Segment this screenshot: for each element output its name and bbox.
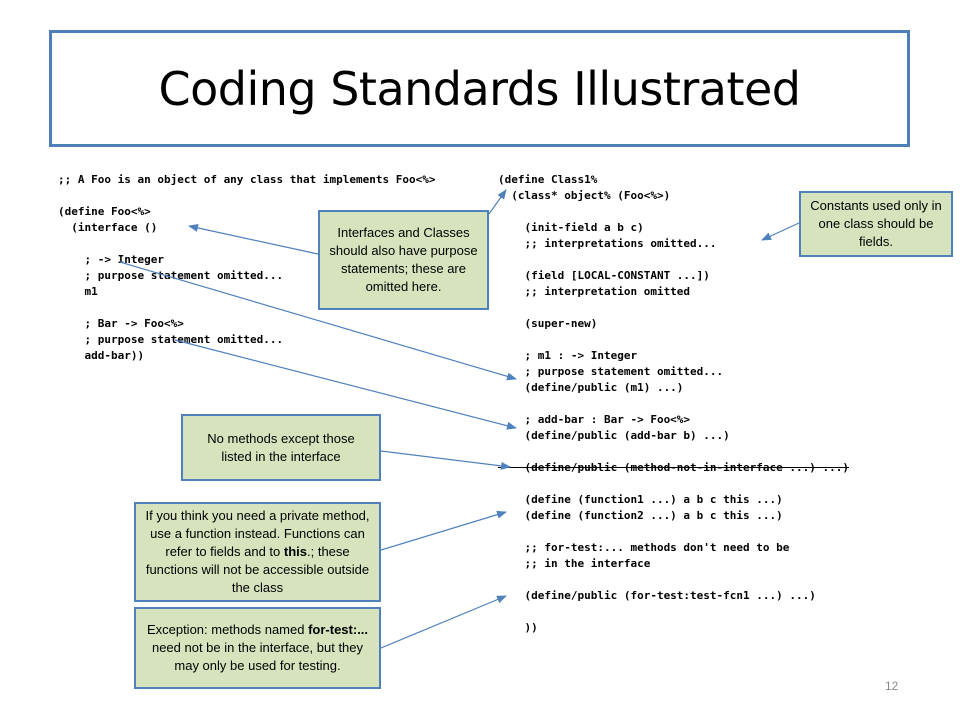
arrow-functions — [380, 510, 507, 551]
note-exception-text: Exception: methods named for-test:... ne… — [146, 622, 369, 673]
slide-number: 12 — [885, 679, 899, 693]
note-interfaces-text: Interfaces and Classes should also have … — [329, 225, 478, 294]
struck-method-line: (define/public (method-not-in-interface … — [498, 461, 849, 474]
note-private-text: If you think you need a private method, … — [145, 508, 370, 595]
class-code-before: (define Class1% (class* object% (Foo<%>)… — [498, 173, 730, 442]
note-interfaces-purpose: Interfaces and Classes should also have … — [318, 210, 489, 310]
note-no-methods-text: No methods except those listed in the in… — [207, 430, 355, 464]
class-code-after: (define (function1 ...) a b c this ...) … — [524, 493, 816, 634]
note-private-methods: If you think you need a private method, … — [134, 502, 381, 602]
title-box: Coding Standards Illustrated — [49, 30, 910, 147]
note-constants-text: Constants used only in one class should … — [810, 198, 942, 249]
note-for-test-exception: Exception: methods named for-test:... ne… — [134, 607, 381, 689]
class-code-block: (define Class1% (class* object% (Foo<%>)… — [498, 172, 849, 636]
note-no-extra-methods: No methods except those listed in the in… — [181, 414, 381, 481]
note-constants-fields: Constants used only in one class should … — [799, 191, 953, 257]
slide-title: Coding Standards Illustrated — [158, 61, 802, 116]
arrow-for-test — [380, 595, 507, 649]
arrow-no-methods — [380, 450, 511, 470]
